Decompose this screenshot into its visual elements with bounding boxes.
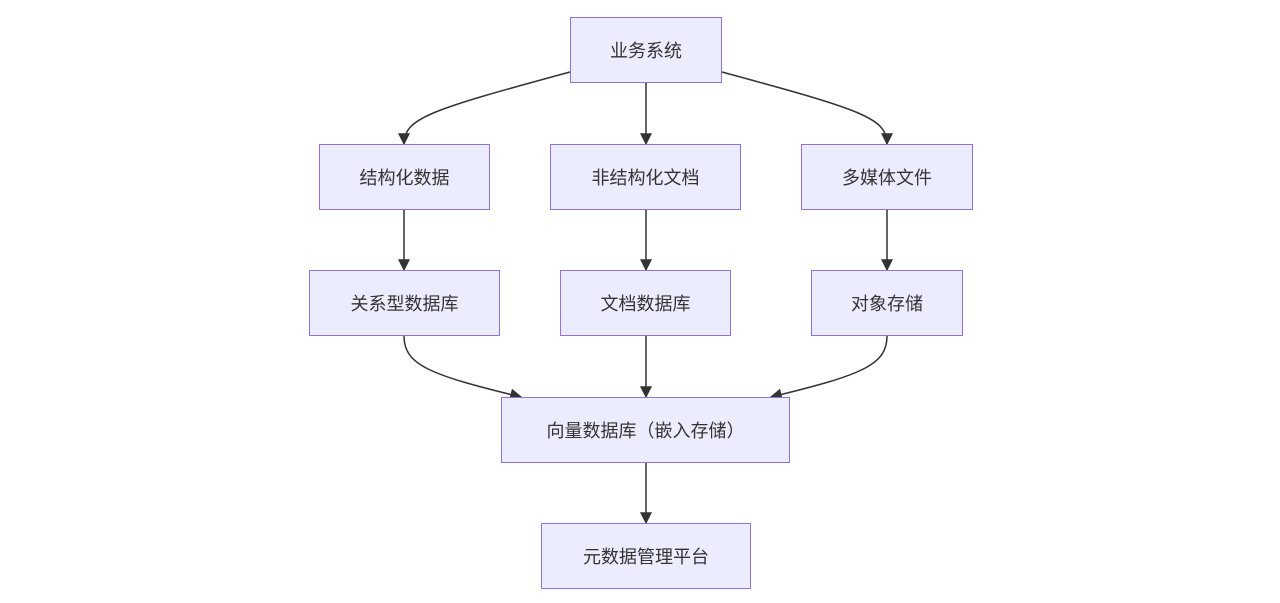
edge-object-storage-vector-db: [769, 335, 888, 401]
node-label: 业务系统: [610, 41, 682, 62]
node-relational-database: 关系型数据库: [309, 270, 500, 336]
edge-business-multimedia: [721, 71, 893, 146]
node-metadata-platform: 元数据管理平台: [541, 523, 751, 589]
node-multimedia-files: 多媒体文件: [801, 144, 973, 210]
node-label: 关系型数据库: [350, 294, 459, 315]
node-label: 向量数据库（嵌入存储）: [546, 421, 745, 442]
node-label: 对象存储: [851, 294, 923, 315]
node-business-system: 业务系统: [570, 17, 722, 83]
edge-relational-db-vector-db: [403, 335, 523, 401]
node-object-storage: 对象存储: [811, 270, 963, 336]
edge-business-structured: [398, 71, 571, 146]
node-label: 结构化数据: [359, 168, 450, 189]
node-label: 非结构化文档: [591, 168, 700, 189]
node-document-database: 文档数据库: [560, 270, 731, 336]
node-structured-data: 结构化数据: [319, 144, 490, 210]
node-label: 元数据管理平台: [583, 547, 709, 568]
node-vector-database: 向量数据库（嵌入存储）: [501, 397, 790, 463]
node-unstructured-documents: 非结构化文档: [550, 144, 741, 210]
node-label: 多媒体文件: [842, 168, 932, 189]
node-label: 文档数据库: [600, 294, 691, 315]
